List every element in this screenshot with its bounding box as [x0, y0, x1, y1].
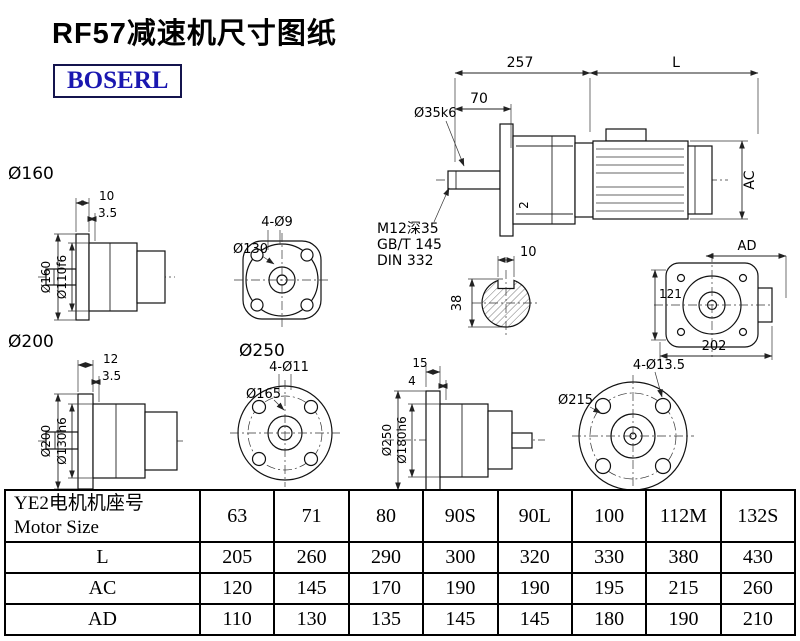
dim-label-70: 70: [470, 91, 488, 107]
value-cell: 145: [496, 603, 573, 636]
value-cell: 215: [645, 572, 722, 605]
note-din332: DIN 332: [377, 253, 434, 269]
size-col-100: 100: [570, 489, 648, 543]
value-cell: 190: [645, 603, 722, 636]
drawing-flange-130-front: 4-Ø9 Ø130: [233, 215, 330, 327]
size-col-90l: 90L: [496, 489, 573, 543]
dimension-table: YE2电机机座号 Motor Size 63 71 80 90S 90L 100…: [4, 489, 797, 636]
value-cell: 300: [422, 541, 499, 574]
value-cell: 260: [719, 572, 797, 605]
row-label-AC: AC: [4, 572, 201, 605]
value-cell: 130: [273, 603, 350, 636]
dim-label-f130-circle: Ø130: [233, 242, 268, 257]
drawing-main-assembly: 257 L 70 Ø35k6 AC 2 M12深35 GB/T 145 DIN …: [377, 55, 759, 269]
value-cell: 145: [422, 603, 499, 636]
row-label-L: L: [4, 541, 201, 574]
value-cell: 430: [719, 541, 797, 574]
boserl-logo: BOSERL: [53, 64, 183, 98]
dim-label-257: 257: [507, 55, 534, 71]
size-col-112m: 112M: [645, 489, 722, 543]
note-gbt145: GB/T 145: [377, 237, 442, 253]
value-cell: 380: [645, 541, 722, 574]
value-cell: 320: [496, 541, 573, 574]
note-m12: M12深35: [377, 221, 439, 237]
table-row-AC: AC 120 145 170 190 190 195 215 260: [4, 572, 797, 605]
value-cell: 190: [422, 572, 499, 605]
dim-label-f250-spigot: Ø180h6: [395, 416, 409, 464]
dim-label-f160-od: Ø160: [39, 261, 53, 293]
value-cell: 180: [570, 603, 648, 636]
value-cell: 135: [347, 603, 425, 636]
dim-label-AC: AC: [742, 170, 758, 189]
value-cell: 290: [347, 541, 425, 574]
dim-label-2: 2: [517, 201, 531, 209]
dim-label-f250-od: Ø250: [380, 424, 394, 456]
heading-flange-200: Ø200: [8, 332, 54, 352]
dim-label-f165-circle: Ø165: [246, 387, 281, 402]
dim-label-f160-10: 10: [99, 189, 114, 203]
value-cell: 170: [347, 572, 425, 605]
row-label-AD: AD: [4, 603, 201, 636]
dim-label-f250-4: 4: [408, 374, 416, 388]
value-cell: 260: [273, 541, 350, 574]
table-header-motor-size: YE2电机机座号 Motor Size: [4, 489, 201, 543]
table-row-L: L 205 260 290 300 320 330 380 430: [4, 541, 797, 574]
dim-label-f165-holes: 4-Ø11: [269, 360, 309, 375]
value-cell: 120: [198, 572, 276, 605]
drawing-flange-250-side: 15 4 Ø250 Ø180h6: [380, 356, 545, 491]
value-cell: 210: [719, 603, 797, 636]
drawing-shaft-section: 10 38: [450, 245, 540, 337]
size-col-71: 71: [273, 489, 350, 543]
dim-label-f200-12: 12: [103, 352, 118, 366]
size-col-132s: 132S: [719, 489, 797, 543]
dim-label-f200-35: 3.5: [102, 369, 121, 383]
dim-label-L: L: [672, 55, 680, 71]
value-cell: 205: [198, 541, 276, 574]
dim-label-f200-od: Ø200: [39, 425, 53, 457]
dim-label-key-width: 10: [520, 245, 537, 260]
table-header-row: YE2电机机座号 Motor Size 63 71 80 90S 90L 100…: [4, 489, 797, 543]
drawing-flange-165-front: Ø250 4-Ø11 Ø165: [230, 341, 340, 487]
page-title: RF57减速机尺寸图纸: [52, 18, 337, 50]
value-cell: 190: [496, 572, 573, 605]
drawing-flange-200-side: Ø200 12 3.5 Ø200 Ø130h6: [8, 332, 185, 490]
dim-label-shaft-height: 38: [450, 295, 465, 312]
size-col-90s: 90S: [422, 489, 499, 543]
drawing-flange-215-front: 4-Ø13.5 Ø215: [558, 358, 694, 497]
drawing-flange-160-side: Ø160 10 3.5 Ø160 Ø110f6: [8, 164, 175, 321]
value-cell: 145: [273, 572, 350, 605]
header-label-cn: YE2电机机座号: [14, 493, 144, 514]
heading-flange-160: Ø160: [8, 164, 54, 184]
dim-label-f200-spigot: Ø130h6: [55, 417, 69, 465]
value-cell: 195: [570, 572, 648, 605]
dim-label-f250-15: 15: [412, 356, 427, 370]
size-col-80: 80: [347, 489, 425, 543]
dim-label-shaft-dia: Ø35k6: [414, 106, 457, 121]
value-cell: 110: [198, 603, 276, 636]
dim-label-121: 121: [659, 287, 682, 301]
table-row-AD: AD 110 130 135 145 145 180 190 210: [4, 603, 797, 636]
dim-label-f160-spigot: Ø110f6: [55, 255, 69, 299]
dim-label-f160-35: 3.5: [98, 206, 117, 220]
dim-label-AD: AD: [738, 239, 757, 254]
value-cell: 330: [570, 541, 648, 574]
size-col-63: 63: [198, 489, 276, 543]
dim-label-202: 202: [702, 339, 727, 354]
header-label-en: Motor Size: [14, 517, 99, 538]
heading-flange-250: Ø250: [239, 341, 285, 361]
drawing-motor-rear: AD 121 202: [651, 239, 787, 360]
dim-label-f215-holes: 4-Ø13.5: [633, 358, 685, 373]
dim-label-f215-circle: Ø215: [558, 393, 593, 408]
dim-label-f130-holes: 4-Ø9: [261, 215, 292, 230]
